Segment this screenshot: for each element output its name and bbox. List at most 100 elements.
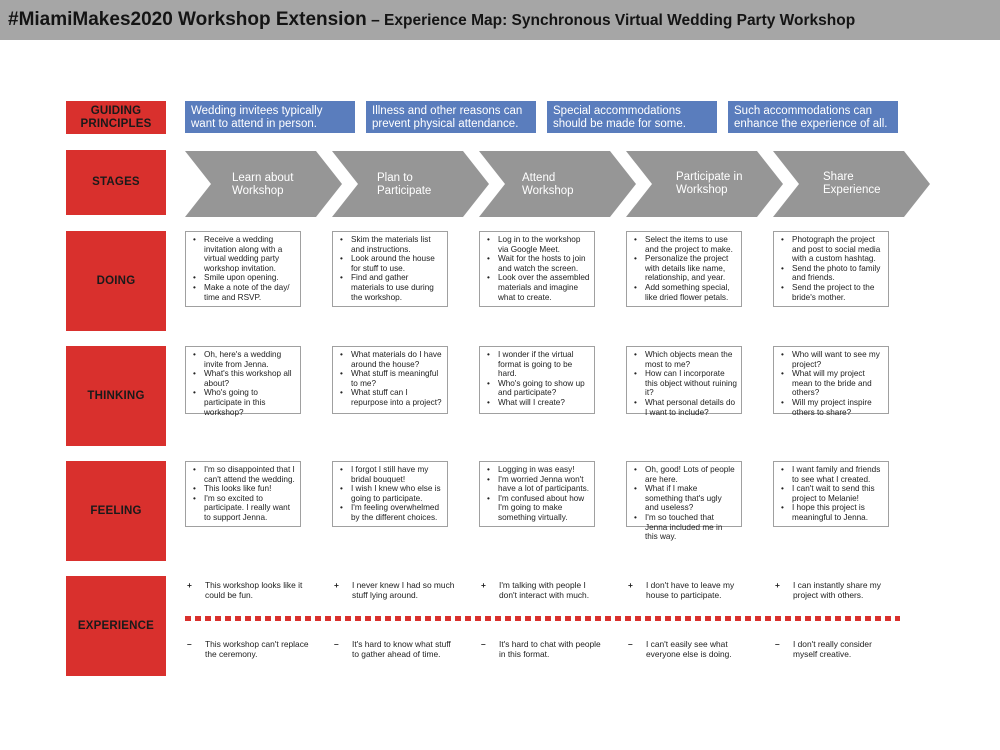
stage-label-5: Share Experience [823, 171, 881, 196]
row-label-doing: DOING [66, 231, 166, 331]
minus-icon: – [628, 639, 633, 649]
principle-box-4: Such accommodations can enhance the expe… [728, 101, 898, 133]
doing-item: Find and gather materials to use during … [340, 273, 443, 302]
feeling-item: This looks like fun! [193, 484, 296, 494]
stage-chevrons [185, 151, 930, 217]
doing-item: Send the project to the bride's mother. [781, 283, 884, 302]
thinking-item: What will my project mean to the bride a… [781, 369, 884, 398]
feeling-item: I'm so touched that Jenna included me in… [634, 513, 737, 542]
thinking-item: What materials do I have around the hous… [340, 350, 443, 369]
feeling-card: Oh, good! Lots of people are here.What i… [626, 461, 742, 541]
plus-icon: + [628, 580, 633, 590]
experience-positive-text: I can instantly share my project with ot… [793, 580, 881, 600]
doing-card: Photograph the project and post to socia… [773, 231, 889, 307]
principle-box-1: Wedding invitees typically want to atten… [185, 101, 355, 133]
thinking-item: Will my project inspire others to share? [781, 398, 884, 417]
experience-negative-text: It's hard to know what stuff to gather a… [352, 639, 451, 659]
thinking-item: Who's going to show up and participate? [487, 379, 590, 398]
feeling-item: I hope this project is meaningful to Jen… [781, 503, 884, 522]
row-label-experience: EXPERIENCE [66, 576, 166, 676]
plus-icon: + [187, 580, 192, 590]
feeling-item: I'm feeling overwhelmed by the different… [340, 503, 443, 522]
plus-icon: + [334, 580, 339, 590]
stage-chevron-4 [626, 151, 783, 217]
feeling-item: I forgot I still have my bridal bouquet! [340, 465, 443, 484]
doing-item: Personalize the project with details lik… [634, 254, 737, 283]
minus-icon: – [481, 639, 486, 649]
thinking-item: What personal details do I want to inclu… [634, 398, 737, 417]
plus-icon: + [481, 580, 486, 590]
feeling-item: I'm worried Jenna won't have a lot of pa… [487, 475, 590, 494]
minus-icon: – [334, 639, 339, 649]
feeling-card: I'm so disappointed that I can't attend … [185, 461, 301, 527]
thinking-item: How can I incorporate this object withou… [634, 369, 737, 398]
thinking-item: I wonder if the virtual format is going … [487, 350, 590, 379]
title-main: #MiamiMakes2020 Workshop Extension [8, 9, 367, 30]
feeling-item: I'm confused about how I'm going to make… [487, 494, 590, 523]
doing-card: Skim the materials list and instructions… [332, 231, 448, 307]
stage-chevron-5 [773, 151, 930, 217]
thinking-item: What stuff can I repurpose into a projec… [340, 388, 443, 407]
minus-icon: – [775, 639, 780, 649]
thinking-item: What will I create? [487, 398, 590, 408]
stage-chevron-3 [479, 151, 636, 217]
thinking-item: Who's going to participate in this works… [193, 388, 296, 417]
doing-card: Log in to the workshop via Google Meet.W… [479, 231, 595, 307]
doing-card: Receive a wedding invitation along with … [185, 231, 301, 307]
experience-positive-text: I'm talking with people I don't interact… [499, 580, 590, 600]
feeling-item: I'm so disappointed that I can't attend … [193, 465, 296, 484]
row-label-feeling: FEELING [66, 461, 166, 561]
doing-item: Make a note of the day/ time and RSVP. [193, 283, 296, 302]
feeling-card: Logging in was easy!I'm worried Jenna wo… [479, 461, 595, 527]
feeling-item: I wish I knew who else is going to parti… [340, 484, 443, 503]
doing-item: Log in to the workshop via Google Meet. [487, 235, 590, 254]
doing-item: Photograph the project and post to socia… [781, 235, 884, 264]
feeling-item: Oh, good! Lots of people are here. [634, 465, 737, 484]
experience-negative-text: I can't easily see what everyone else is… [646, 639, 732, 659]
thinking-item: Oh, here's a wedding invite from Jenna. [193, 350, 296, 369]
experience-negative-text: I don't really consider myself creative. [793, 639, 872, 659]
thinking-card: Who will want to see my project?What wil… [773, 346, 889, 417]
experience-positive-text: This workshop looks like it could be fun… [205, 580, 303, 600]
row-label-principles: GUIDING PRINCIPLES [66, 101, 166, 134]
stage-label-2: Plan to Participate [377, 172, 432, 197]
thinking-card: What materials do I have around the hous… [332, 346, 448, 414]
feeling-item: Logging in was easy! [487, 465, 590, 475]
doing-item: Look over the assembled materials and im… [487, 273, 590, 302]
experience-positive-text: I never knew I had so much stuff lying a… [352, 580, 455, 600]
feeling-item: I can't wait to send this project to Mel… [781, 484, 884, 503]
thinking-card: Oh, here's a wedding invite from Jenna.W… [185, 346, 301, 417]
thinking-item: Which objects mean the most to me? [634, 350, 737, 369]
experience-positive-text: I don't have to leave my house to partic… [646, 580, 735, 600]
doing-item: Look around the house for stuff to use. [340, 254, 443, 273]
thinking-item: What's this workshop all about? [193, 369, 296, 388]
thinking-card: I wonder if the virtual format is going … [479, 346, 595, 414]
stage-label-3: Attend Workshop [522, 172, 574, 197]
feeling-item: What if I make something that's ugly and… [634, 484, 737, 513]
experience-divider [185, 616, 900, 621]
feeling-item: I'm so excited to participate. I really … [193, 494, 296, 523]
thinking-item: What stuff is meaningful to me? [340, 369, 443, 388]
title-subtitle: – Experience Map: Synchronous Virtual We… [371, 12, 856, 29]
doing-item: Receive a wedding invitation along with … [193, 235, 296, 273]
stage-chevron-1 [185, 151, 342, 217]
thinking-item: Who will want to see my project? [781, 350, 884, 369]
stage-label-1: Learn about Workshop [232, 172, 294, 197]
doing-card: Select the items to use and the project … [626, 231, 742, 307]
feeling-card: I want family and friends to see what I … [773, 461, 889, 527]
doing-item: Smile upon opening. [193, 273, 296, 283]
stage-label-4: Participate in Workshop [676, 171, 743, 196]
stage-chevron-2 [332, 151, 489, 217]
doing-item: Select the items to use and the project … [634, 235, 737, 254]
row-label-thinking: THINKING [66, 346, 166, 446]
doing-item: Wait for the hosts to join and watch the… [487, 254, 590, 273]
row-label-stages: STAGES [66, 150, 166, 215]
principle-box-2: Illness and other reasons can prevent ph… [366, 101, 536, 133]
experience-negative-text: This workshop can't replace the ceremony… [205, 639, 309, 659]
page-title: #MiamiMakes2020 Workshop Extension – Exp… [8, 9, 855, 31]
doing-item: Send the photo to family and friends. [781, 264, 884, 283]
principle-box-3: Special accommodations should be made fo… [547, 101, 717, 133]
feeling-card: I forgot I still have my bridal bouquet!… [332, 461, 448, 527]
doing-item: Skim the materials list and instructions… [340, 235, 443, 254]
minus-icon: – [187, 639, 192, 649]
